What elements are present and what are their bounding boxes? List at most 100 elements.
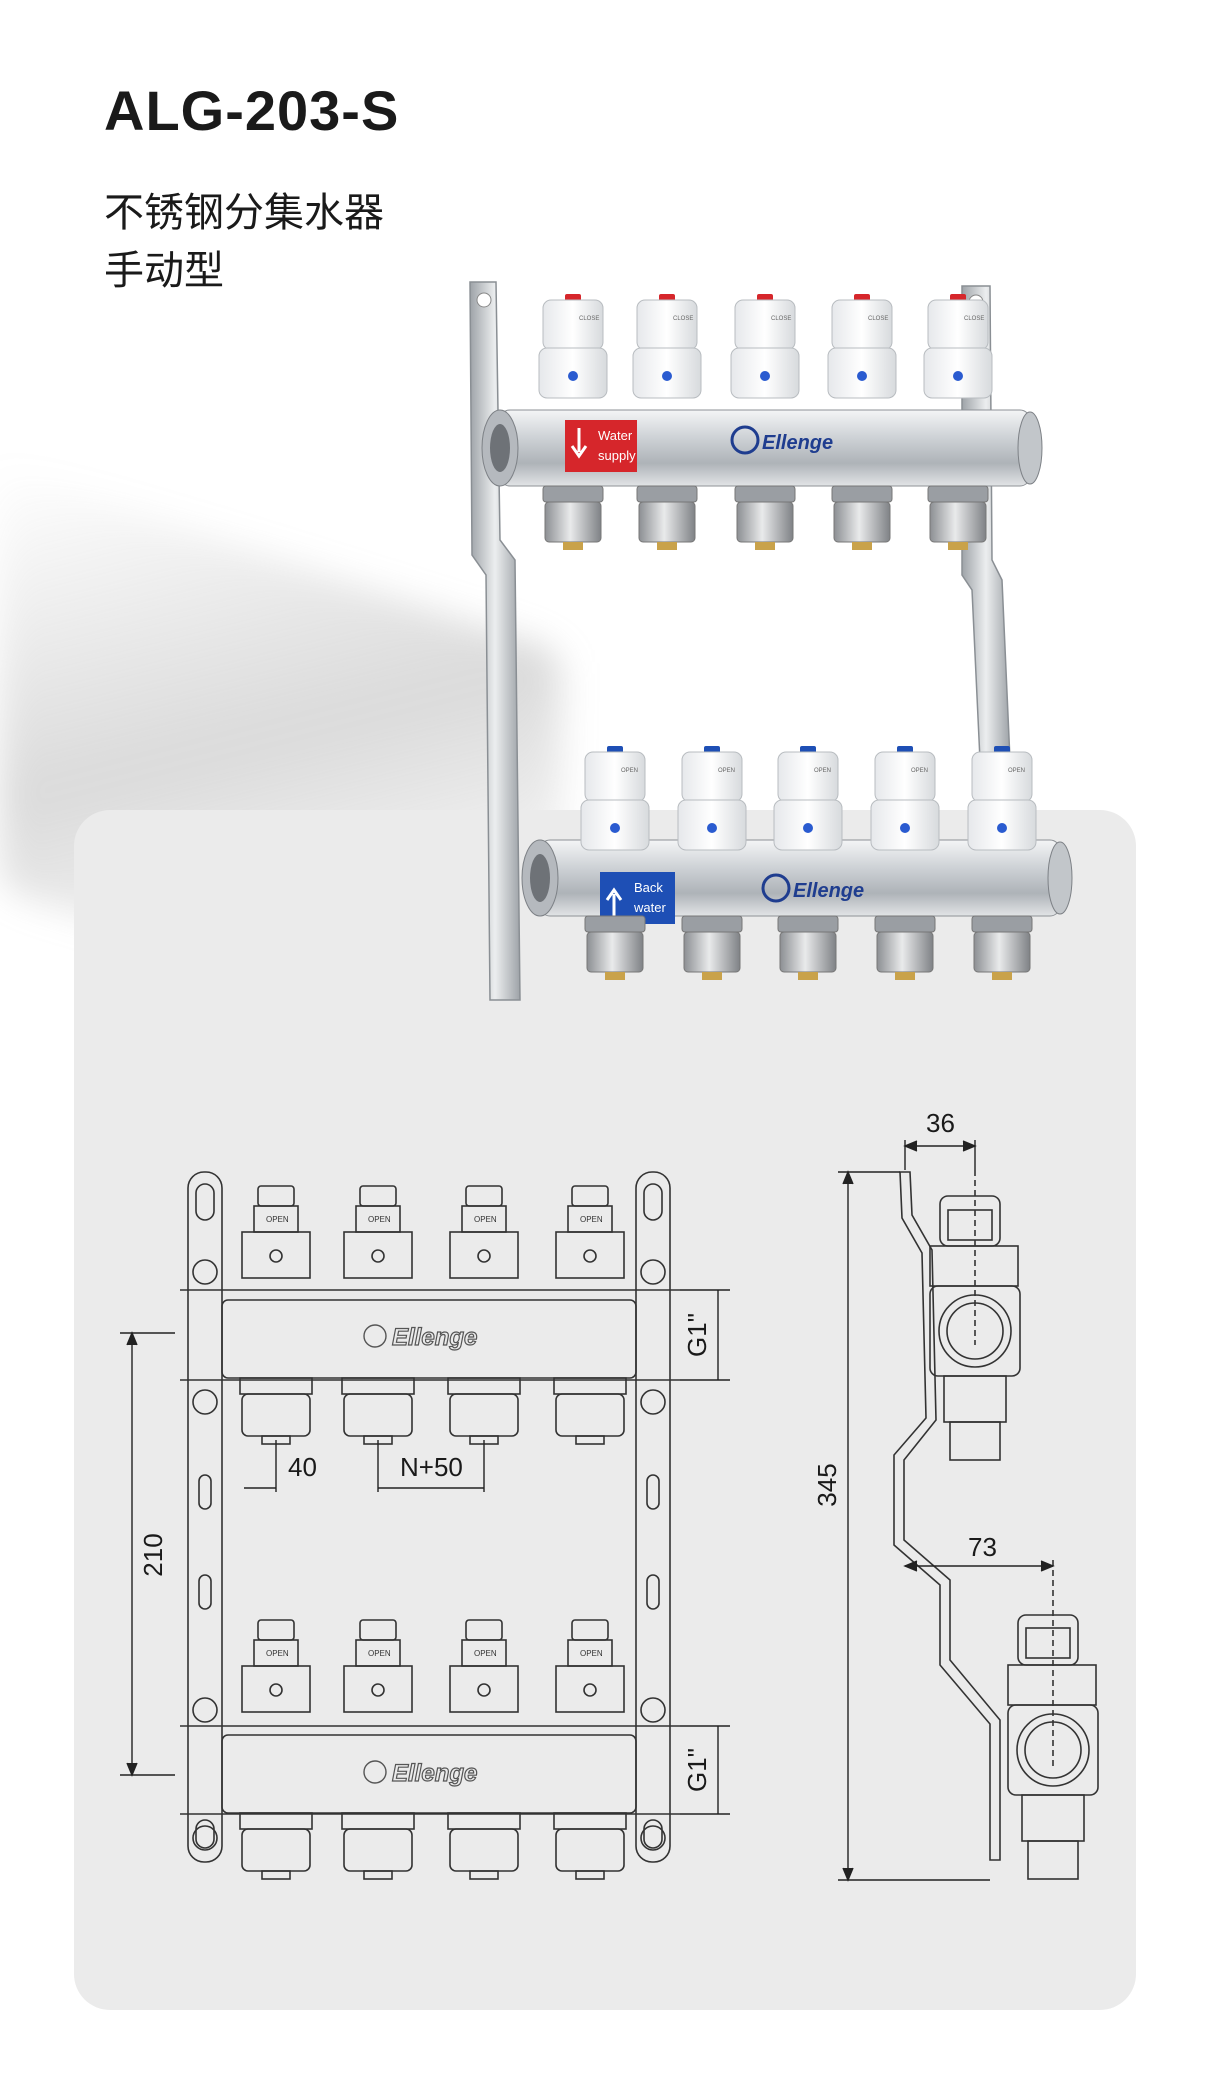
dim-thread-bottom: G1" bbox=[682, 1748, 712, 1792]
supply-brand: Ellenge bbox=[762, 432, 833, 454]
drawing-fitting-nut bbox=[241, 1393, 311, 1437]
valve-indicator-icon bbox=[803, 823, 813, 833]
fitting-nut bbox=[833, 501, 891, 543]
fitting-collar bbox=[831, 485, 893, 503]
drawing-valve-head bbox=[465, 1619, 503, 1641]
valve-screw-icon bbox=[269, 1249, 283, 1263]
drawing-valve-label: OPEN bbox=[266, 1649, 289, 1658]
fitting-nut bbox=[736, 501, 794, 543]
drawing-valve-body bbox=[555, 1231, 625, 1279]
drawing-valve-label: OPEN bbox=[266, 1215, 289, 1224]
valve-label: OPEN bbox=[718, 768, 735, 774]
valve-cap bbox=[734, 299, 796, 351]
brand-logo-icon bbox=[761, 873, 791, 903]
supply-label-line2: supply bbox=[598, 448, 636, 463]
front-right-bracket bbox=[635, 1171, 671, 1863]
valve-label: OPEN bbox=[814, 768, 831, 774]
valve-screw-icon bbox=[477, 1249, 491, 1263]
dim-bar-height: 210 bbox=[138, 1533, 168, 1576]
drawing-fitting-nut bbox=[343, 1828, 413, 1872]
drawing-valve-head bbox=[257, 1619, 295, 1641]
left-bracket bbox=[469, 281, 521, 1001]
fitting-collar bbox=[874, 915, 936, 933]
side-view-drawing bbox=[893, 1170, 1099, 1880]
drawing-panel bbox=[74, 810, 1136, 2010]
fitting-nut bbox=[973, 931, 1031, 973]
front-brand-marks: Ellenge Ellenge bbox=[363, 1323, 478, 1788]
valve-indicator-icon bbox=[568, 371, 578, 381]
dim-total-height: 345 bbox=[812, 1463, 842, 1506]
bracket-slot-icon bbox=[198, 1574, 212, 1610]
valve-cap bbox=[831, 299, 893, 351]
drawing-valve-label: OPEN bbox=[580, 1649, 603, 1658]
side-top-valve-cap bbox=[939, 1195, 1001, 1247]
bracket-slot-icon bbox=[646, 1474, 660, 1510]
drawing-fitting-collar bbox=[341, 1812, 415, 1830]
subtitle-operation-type: 手动型 bbox=[104, 248, 224, 294]
bracket-slot-icon bbox=[198, 1474, 212, 1510]
drawing-valve-label: OPEN bbox=[580, 1215, 603, 1224]
supply-inlet-hole-icon bbox=[490, 424, 510, 472]
screw-icon bbox=[640, 1697, 666, 1723]
side-bottom-fitting bbox=[1021, 1794, 1085, 1842]
brass-insert-icon bbox=[702, 972, 722, 980]
fitting-collar bbox=[734, 485, 796, 503]
drawing-fitting-collar bbox=[239, 1812, 313, 1830]
valve-label: OPEN bbox=[911, 768, 928, 774]
valve-label: CLOSE bbox=[868, 316, 888, 322]
dim-depth: 36 bbox=[926, 1108, 955, 1138]
valve-indicator-icon bbox=[610, 823, 620, 833]
return-brand: Ellenge bbox=[793, 880, 864, 902]
valve-indicator-icon bbox=[900, 823, 910, 833]
fitting-collar bbox=[971, 915, 1033, 933]
front-top-bar bbox=[221, 1299, 637, 1379]
drawing-valve-body bbox=[343, 1231, 413, 1279]
drawing-valve-head bbox=[571, 1185, 609, 1207]
bracket-hole-icon bbox=[476, 292, 492, 308]
screw-icon bbox=[192, 1259, 218, 1285]
drawing-valve-label: OPEN bbox=[474, 1649, 497, 1658]
drawing-valve-body bbox=[555, 1665, 625, 1713]
drawing-valve-body bbox=[449, 1665, 519, 1713]
valve-indicator-icon bbox=[760, 371, 770, 381]
arrow-down-icon bbox=[570, 428, 588, 459]
screw-icon bbox=[640, 1825, 666, 1851]
brass-insert-icon bbox=[798, 972, 818, 980]
fitting-collar bbox=[636, 485, 698, 503]
bracket-slot-icon bbox=[643, 1819, 663, 1849]
drawing-fitting-nut bbox=[449, 1393, 519, 1437]
dim-thread-top: G1" bbox=[682, 1313, 712, 1357]
screw-icon bbox=[640, 1389, 666, 1415]
drawing-fitting-nut bbox=[343, 1393, 413, 1437]
fitting-collar bbox=[777, 915, 839, 933]
drawing-valve-body bbox=[241, 1231, 311, 1279]
brass-insert-icon bbox=[895, 972, 915, 980]
valve-screw-icon bbox=[477, 1683, 491, 1697]
brand-logo-icon bbox=[363, 1760, 387, 1784]
valve-cap bbox=[874, 751, 936, 803]
valve-cap bbox=[542, 299, 604, 351]
brass-insert-icon bbox=[657, 542, 677, 550]
screw-icon bbox=[192, 1697, 218, 1723]
brass-insert-icon bbox=[563, 542, 583, 550]
fitting-collar bbox=[584, 915, 646, 933]
drawing-fitting-nut bbox=[555, 1828, 625, 1872]
valve-cap bbox=[777, 751, 839, 803]
valve-screw-icon bbox=[269, 1683, 283, 1697]
drawing-fitting-tail bbox=[469, 1870, 499, 1880]
fitting-nut bbox=[683, 931, 741, 973]
side-top-fitting bbox=[943, 1375, 1007, 1423]
return-endcap-icon bbox=[1047, 841, 1073, 915]
return-inlet-hole-icon bbox=[530, 854, 550, 902]
drawing-fitting-nut bbox=[449, 1828, 519, 1872]
drawing-fitting-tail bbox=[575, 1870, 605, 1880]
brand-logo-icon bbox=[363, 1324, 387, 1348]
supply-label-line1: Water bbox=[598, 428, 633, 443]
arrow-up-icon bbox=[605, 887, 623, 918]
fitting-nut bbox=[929, 501, 987, 543]
screw-icon bbox=[192, 1389, 218, 1415]
valve-screw-icon bbox=[583, 1683, 597, 1697]
return-label-line1: Back bbox=[634, 880, 663, 895]
